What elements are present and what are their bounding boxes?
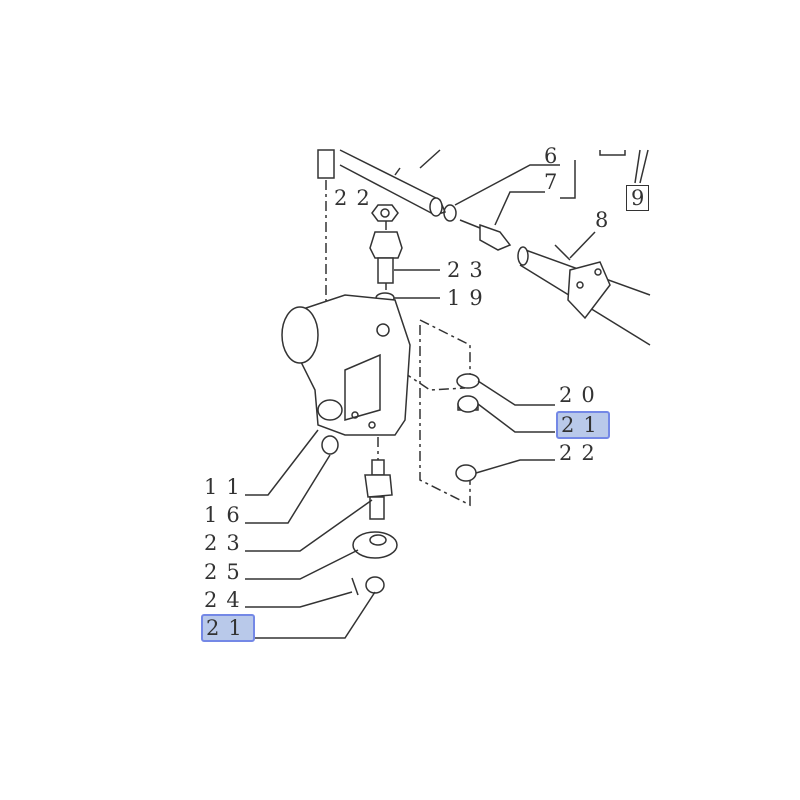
leader-8 <box>569 231 596 259</box>
callout-8[interactable]: 8 <box>595 208 618 232</box>
callout-22-right[interactable]: 22 <box>559 441 604 465</box>
bushing-part <box>321 435 339 455</box>
callout-20[interactable]: 20 <box>559 383 604 407</box>
ball-joint-part <box>369 231 403 284</box>
washer-part <box>443 204 457 222</box>
callout-11[interactable]: 11 <box>204 475 249 499</box>
leader-9 <box>634 149 649 184</box>
callout-23-top[interactable]: 23 <box>447 258 492 282</box>
steering-housing-part <box>281 294 411 436</box>
callout-23-left[interactable]: 23 <box>204 531 249 555</box>
rod-end-part <box>459 219 512 251</box>
ball-joint-part <box>364 459 393 520</box>
callout-19[interactable]: 19 <box>447 286 492 310</box>
callout-22-top[interactable]: 22 <box>334 186 379 210</box>
leader-7 <box>494 191 545 226</box>
callout-9[interactable]: 9 <box>626 185 650 211</box>
callout-21-left-highlighted[interactable]: 21 <box>201 614 255 642</box>
callout-24[interactable]: 24 <box>204 588 249 612</box>
washer-part <box>456 373 480 389</box>
nut-part <box>371 204 399 222</box>
callout-7[interactable]: 7 <box>544 170 567 194</box>
shaft-part <box>517 244 651 346</box>
callout-21-right-highlighted[interactable]: 21 <box>556 411 610 439</box>
callout-6[interactable]: 6 <box>544 144 567 168</box>
bracket-line <box>560 160 576 199</box>
leader-6 <box>454 164 560 206</box>
tie-rod-part <box>339 149 447 217</box>
screw-part <box>351 577 359 596</box>
nut-part <box>365 576 385 594</box>
callout-25[interactable]: 25 <box>204 560 249 584</box>
bolt-part <box>317 149 335 179</box>
nut-part <box>455 464 477 482</box>
callout-16[interactable]: 16 <box>204 503 249 527</box>
